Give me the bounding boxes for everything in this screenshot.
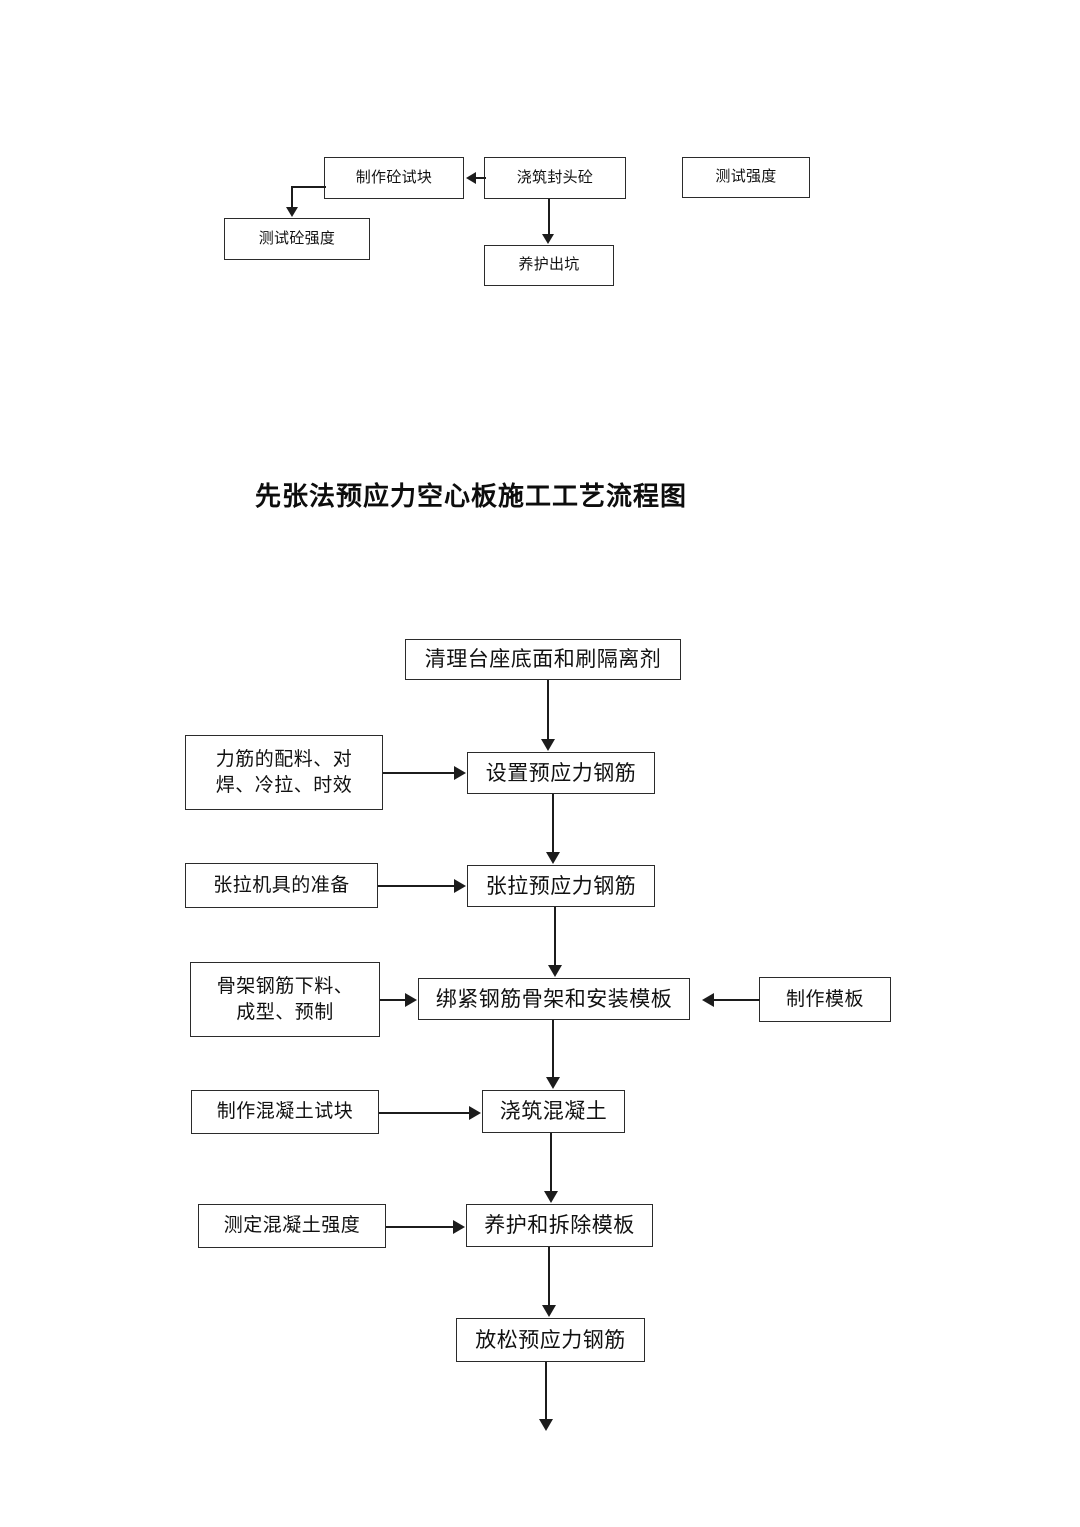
page-title: 先张法预应力空心板施工工艺流程图 [255,481,688,511]
node-jack-prep[interactable]: 张拉机具的准备 [185,863,378,908]
edge-testblock-to-strength-vline [291,186,293,208]
edge-formwork-to-tie-arrow [702,993,714,1007]
edge-measure-to-cure-line [386,1226,454,1228]
edge-pour-to-cure-line [550,1133,552,1192]
edge-testcubes-to-pour-line [379,1112,470,1114]
node-make-test-block[interactable]: 制作砼试块 [324,157,464,199]
edge-jackprep-to-tension-arrow [454,879,466,893]
node-measure-strength[interactable]: 测定混凝土强度 [198,1204,386,1248]
edge-tie-to-pour-arrow [546,1077,560,1089]
edge-clean-to-set-line [547,680,549,740]
edge-testblock-to-strength-arrow [286,207,298,217]
edge-cagebar-to-tie-line [380,999,406,1001]
edge-testblock-to-strength-hline [291,186,326,188]
edge-pour-to-testblock-line [476,177,486,179]
edge-release-to-next-arrow [539,1419,553,1431]
edge-testcubes-to-pour-arrow [469,1106,481,1120]
edge-tie-to-pour-line [552,1020,554,1078]
node-make-formwork[interactable]: 制作模板 [759,977,891,1022]
edge-cure-to-release-arrow [542,1305,556,1317]
node-set-tendons[interactable]: 设置预应力钢筋 [467,752,655,794]
edge-release-to-next-line [545,1362,547,1420]
node-cage-bar-prep[interactable]: 骨架钢筋下料、 成型、预制 [190,962,380,1037]
edge-jackprep-to-tension-line [378,885,455,887]
edge-pour-to-cure-line [548,199,550,235]
edge-tension-to-tie-arrow [548,965,562,977]
edge-pour-to-cure-arrow [542,234,554,244]
node-test-strength[interactable]: 测试强度 [682,157,810,198]
edge-clean-to-set-arrow [541,739,555,751]
edge-formwork-to-tie-line [714,999,760,1001]
node-tie-cage-formwork[interactable]: 绑紧钢筋骨架和安装模板 [418,978,690,1020]
edge-pour-to-testblock-arrow [466,172,476,184]
edge-set-to-tension-arrow [546,852,560,864]
node-clean-pedestal[interactable]: 清理台座底面和刷隔离剂 [405,639,681,680]
node-pour-concrete[interactable]: 浇筑混凝土 [482,1090,625,1133]
edge-cagebar-to-tie-arrow [405,993,417,1007]
node-cure-strip-forms[interactable]: 养护和拆除模板 [466,1204,653,1247]
node-cure-and-lift-out[interactable]: 养护出坑 [484,245,614,286]
node-pour-end-concrete[interactable]: 浇筑封头砼 [484,157,626,199]
node-release-tendons[interactable]: 放松预应力钢筋 [456,1318,645,1362]
node-make-test-cubes[interactable]: 制作混凝土试块 [191,1090,379,1134]
edge-set-to-tension-line [552,794,554,853]
edge-tension-to-tie-line [554,907,556,966]
node-tension-tendons[interactable]: 张拉预应力钢筋 [467,865,655,907]
edge-tendonprep-to-set-arrow [454,766,466,780]
node-tendon-prep[interactable]: 力筋的配料、对 焊、冷拉、时效 [185,735,383,810]
node-test-concrete-strength[interactable]: 测试砼强度 [224,218,370,260]
edge-measure-to-cure-arrow [453,1220,465,1234]
edge-tendonprep-to-set-line [383,772,455,774]
edge-cure-to-release-line [548,1247,550,1306]
edge-pour-to-cure-arrow [544,1191,558,1203]
